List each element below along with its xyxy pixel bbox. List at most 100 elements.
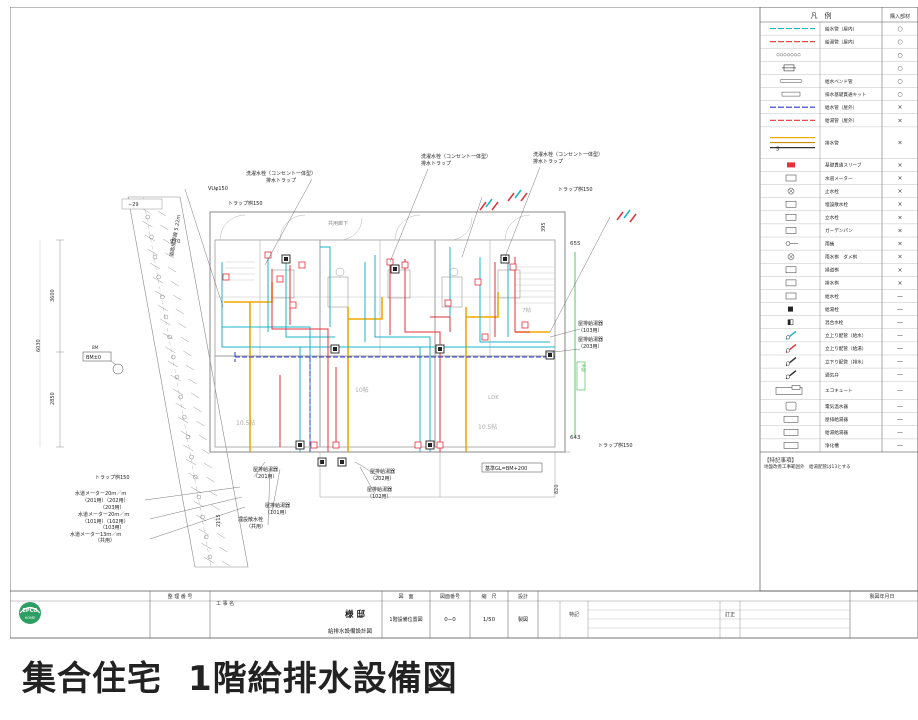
legend-row-label: ガーデンパン xyxy=(825,227,853,234)
legend-row: 給湯栓— xyxy=(760,306,918,316)
sansui-label: 埋設散水栓 xyxy=(238,516,263,523)
scale-value: 1/50 xyxy=(483,617,496,623)
hot-water-pipes xyxy=(271,257,530,452)
company-logo: EPCO HOME xyxy=(19,602,41,624)
bath3b-label: 排水トラップ xyxy=(533,158,563,165)
caption-subtitle: 1階給排水設備図 xyxy=(188,659,458,699)
dim-655: 655 xyxy=(570,241,581,247)
legend-row-mark: × xyxy=(897,241,902,248)
client-name: 様 邸 xyxy=(345,609,365,620)
legend-row-mark: × xyxy=(897,201,902,208)
legend-row: 給水管（屋内）○ xyxy=(760,25,918,36)
legend-row-label: 電気温水器 xyxy=(825,403,848,410)
trap150-b: トラップ桝150 xyxy=(558,186,593,193)
legend-row: 給水管（屋外）× xyxy=(760,104,918,114)
zumen-label: 図 面 xyxy=(398,594,413,600)
fitting xyxy=(436,441,444,449)
legend-header: 凡 例 xyxy=(811,11,832,20)
legend-row-mark: — xyxy=(897,332,903,339)
fitting xyxy=(276,275,284,283)
bath2-label: 洗濯水栓（コンセント一体型） xyxy=(421,153,491,160)
legend-row: 給湯管（屋外） × xyxy=(760,117,918,128)
water-meter-3b: （共用） xyxy=(95,537,115,544)
bath1b-label: 排水トラップ xyxy=(266,177,296,184)
legend-row-label: 給湯給湯器 xyxy=(825,429,848,436)
legend-row-label: 給水管（屋外） xyxy=(825,104,857,111)
logo-sub-text: HOME xyxy=(25,616,36,620)
legend-row: 給湯管（屋内）○ xyxy=(760,38,918,49)
legend-row-mark: — xyxy=(897,442,903,449)
legend-table: 凡 例 購入部材 給水管（屋内）○給湯管（屋内）○○○給水ベンド管○排水基礎貫通… xyxy=(759,6,918,592)
riser-icon xyxy=(514,189,522,199)
fitting xyxy=(332,441,340,449)
room-label-ldk: LDK xyxy=(488,395,499,401)
legend-row: 水道メーター× xyxy=(760,174,918,185)
riser-icon xyxy=(623,209,631,219)
heater-103b: （103用） xyxy=(578,328,603,334)
fitting xyxy=(521,321,529,329)
legend-row: ○ xyxy=(760,64,918,75)
legend-row-label: 立水栓 xyxy=(825,214,839,221)
sheet-border xyxy=(9,6,918,639)
trap150-a: トラップ桝150 xyxy=(228,200,263,207)
riser-icon xyxy=(520,192,528,202)
legend-row-label: 屋排給湯器 xyxy=(825,416,848,423)
legend-row-mark: × xyxy=(897,117,902,124)
legend-row-label: 浄化槽 xyxy=(825,442,839,449)
scale-label: 縮 尺 xyxy=(481,593,496,600)
legend-row-mark: ○ xyxy=(897,91,902,98)
water-meter-2: 水道メーター20ｍ／ｍ xyxy=(78,511,129,518)
fitting xyxy=(298,261,306,269)
legend-row: 給湯給湯器— xyxy=(760,429,918,440)
legend-row-mark: — xyxy=(897,345,903,352)
vu150-label: VUφ150 xyxy=(208,186,228,192)
water-meter-1c: （203用） xyxy=(100,505,125,511)
room-label-1: 10.5帖 xyxy=(236,419,255,427)
trap150-c: トラップ桝150 xyxy=(598,442,633,449)
legend-row-mark: ○ xyxy=(897,78,902,85)
legend-row: 屋排給湯器— xyxy=(760,415,918,426)
plumbing-plan-svg: 凡 例 購入部材 給水管（屋内）○給湯管（屋内）○○○給水ベンド管○排水基礎貫通… xyxy=(9,6,918,639)
drawing-sheet: 凡 例 購入部材 給水管（屋内）○給湯管（屋内）○○○給水ベンド管○排水基礎貫通… xyxy=(9,6,918,639)
legend-row-mark: × xyxy=(897,162,902,169)
water-meter-1: 水道メーター20ｍ／ｍ xyxy=(75,490,126,497)
riser-icon xyxy=(629,213,637,223)
legend-row: 雨水桝 ダメ桝× xyxy=(760,253,918,264)
sansui-b-label: （共用） xyxy=(246,523,266,530)
legend-row-label: 排水桝 xyxy=(825,280,839,287)
legend-row: ガーデンパン× xyxy=(760,227,918,238)
legend-row-label: 給湯栓 xyxy=(825,306,839,313)
legend-row-label: 基礎貫通スリーブ xyxy=(825,162,862,169)
notes-title: 【特記事項】 xyxy=(764,456,797,464)
legend-row-label: 混合水栓 xyxy=(825,319,844,326)
heater-201b: （201用） xyxy=(253,474,278,480)
legend-row-label: 給湯管（屋外） xyxy=(825,117,857,124)
dim-970: 970 xyxy=(170,239,181,245)
legend-row-mark: × xyxy=(897,140,902,147)
legend-row-label: 立上り配管（給水） xyxy=(825,332,866,339)
legend-row: 排水桝× xyxy=(760,279,918,290)
heater-203: 屋排給湯器 xyxy=(578,336,603,343)
heater-103: 屋排給湯器 xyxy=(578,320,603,327)
logo-text: EPCO xyxy=(23,608,38,614)
legend-row-label: 立下り配管（排水） xyxy=(825,358,866,365)
legend-row-label: 止水栓 xyxy=(825,188,839,195)
sekkei-label: 設計 xyxy=(518,593,528,600)
fitting xyxy=(222,273,230,281)
legend-row-label: 給水ベンド管 xyxy=(825,78,853,85)
teisei-label: 訂正 xyxy=(725,611,735,618)
legend-row: 立上り配管（給湯）— xyxy=(760,343,918,356)
heater-101: 屋排給湯器 xyxy=(265,502,290,509)
bath1-label: 洗濯水栓（コンセント一体型） xyxy=(246,170,316,177)
hall-label: 共用廊下 xyxy=(328,220,348,227)
drawing-name: 給排水設備設計図 xyxy=(328,627,373,635)
dim-395: 395 xyxy=(541,222,547,232)
room-label-closet: 7帖 xyxy=(522,306,531,314)
legend-row: ○ xyxy=(760,52,918,62)
legend-row: 電気温水器— xyxy=(760,401,918,413)
fitting xyxy=(474,278,482,286)
bm-marker xyxy=(82,351,112,362)
fitting xyxy=(289,301,297,309)
legend-row: 立下り配管（排水）— xyxy=(760,356,918,369)
legend-row-label: 掃道桝 xyxy=(825,267,839,274)
